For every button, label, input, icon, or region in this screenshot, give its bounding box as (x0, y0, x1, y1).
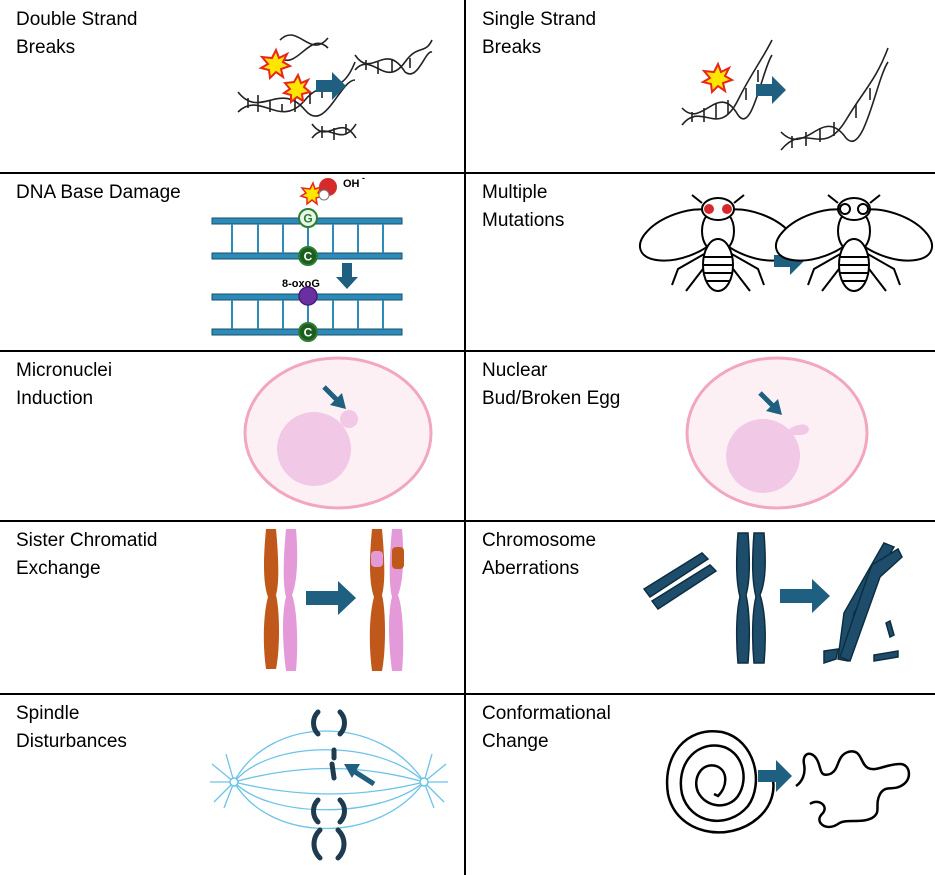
dna-helix-nicked-icon (780, 47, 889, 151)
guanine-base-icon: G (298, 208, 318, 228)
row-divider (0, 520, 935, 522)
micronucleus-illustration (243, 356, 433, 510)
nuclear-bud (784, 424, 809, 435)
sister-chromatid-illustration (263, 529, 404, 671)
chromosome-before-icon (263, 529, 298, 671)
chromosome-broken-icon (823, 542, 903, 665)
panel-label-chromosome-aberrations: Chromosome Aberrations (482, 530, 597, 579)
burst-icon (258, 47, 313, 105)
panel-label-nuclear-bud: Nuclear Bud/Broken Egg (482, 360, 621, 409)
hydroxyl-radical-icon (299, 178, 337, 206)
red-eye-icon (722, 204, 732, 214)
chromosome-normal-icon (735, 532, 766, 664)
chromosome-aberration-illustration (642, 532, 903, 665)
arrow-icon (756, 76, 786, 104)
unfolded-protein-icon (795, 750, 911, 829)
micronucleus (340, 410, 358, 428)
oxoguanine-base-icon (298, 286, 318, 306)
arrow-icon (344, 764, 376, 787)
spindle-illustration (210, 709, 448, 861)
vertical-divider (464, 0, 466, 875)
guanine-label: G (303, 212, 312, 226)
centrosome-right (419, 777, 429, 787)
chromosome-fragments-icon (311, 709, 347, 861)
base-damage-illustration: OH - G C 8-oxoG C (211, 173, 403, 342)
burst-icon (700, 61, 735, 95)
chromosome-cross-icon (642, 552, 718, 611)
panel-double-strand-breaks: Double Strand Breaks (0, 0, 464, 173)
fruit-fly-illustration (638, 194, 934, 292)
arrow-icon (316, 72, 346, 100)
dna-helix-icon (681, 39, 773, 126)
panel-label-dna-base-damage: DNA Base Damage (16, 182, 181, 203)
single-strand-break-illustration (681, 39, 889, 151)
double-strand-break-illustration (237, 34, 433, 140)
centrosome-left (229, 777, 239, 787)
panel-nuclear-bud: Nuclear Bud/Broken Egg (466, 351, 935, 521)
row-divider (0, 693, 935, 695)
arrow-icon (758, 760, 792, 792)
panel-sister-chromatid-exchange: Sister Chromatid Exchange (0, 521, 464, 694)
panel-conformational-change: Conformational Change (466, 694, 935, 875)
dna-helix-broken-icon (237, 34, 356, 117)
cytosine-label: C (304, 250, 313, 264)
panel-label-conformational-change: Conformational Change (482, 703, 611, 752)
nucleus (726, 419, 800, 493)
arrow-icon (322, 385, 346, 409)
row-divider (0, 172, 935, 174)
panel-micronuclei-induction: Micronuclei Induction (0, 351, 464, 521)
dna-fragment-icon (311, 39, 433, 140)
spindle-fibers (210, 730, 448, 829)
panel-dna-base-damage: DNA Base Damage (0, 173, 464, 351)
panel-chromosome-aberrations: Chromosome Aberrations (466, 521, 935, 694)
panel-multiple-mutations: Multiple Mutations (466, 173, 935, 351)
nucleus (277, 412, 351, 486)
panel-label-micronuclei-induction: Micronuclei Induction (16, 360, 113, 409)
panel-label-sister-chromatid-exchange: Sister Chromatid Exchange (16, 530, 158, 579)
oh-label: OH (343, 178, 360, 190)
panel-label-single-strand-breaks: Single Strand Breaks (482, 9, 597, 58)
arrow-down-icon (336, 263, 358, 289)
panel-single-strand-breaks: Single Strand Breaks (466, 0, 935, 173)
panel-label-multiple-mutations: Multiple Mutations (482, 182, 565, 231)
cytosine-base-icon: C (298, 246, 318, 266)
cytosine-label-lower: C (304, 326, 313, 340)
fruit-fly-mutant-icon (774, 194, 934, 292)
folded-protein-icon (665, 729, 775, 834)
red-eye-icon (704, 204, 714, 214)
arrow-icon (780, 579, 830, 613)
oh-charge: - (362, 173, 365, 183)
oxoguanine-label: 8-oxoG (282, 278, 320, 290)
cytosine-base-icon: C (298, 322, 318, 342)
panel-spindle-disturbances: Spindle Disturbances (0, 694, 464, 875)
panel-label-spindle-disturbances: Spindle Disturbances (16, 703, 127, 752)
nuclear-bud-illustration (685, 356, 869, 510)
conformational-change-illustration (665, 729, 911, 834)
row-divider (0, 350, 935, 352)
panel-label-double-strand-breaks: Double Strand Breaks (16, 9, 138, 58)
arrow-icon (758, 391, 782, 415)
arrow-icon (306, 581, 356, 615)
chromosome-after-icon (369, 529, 404, 671)
